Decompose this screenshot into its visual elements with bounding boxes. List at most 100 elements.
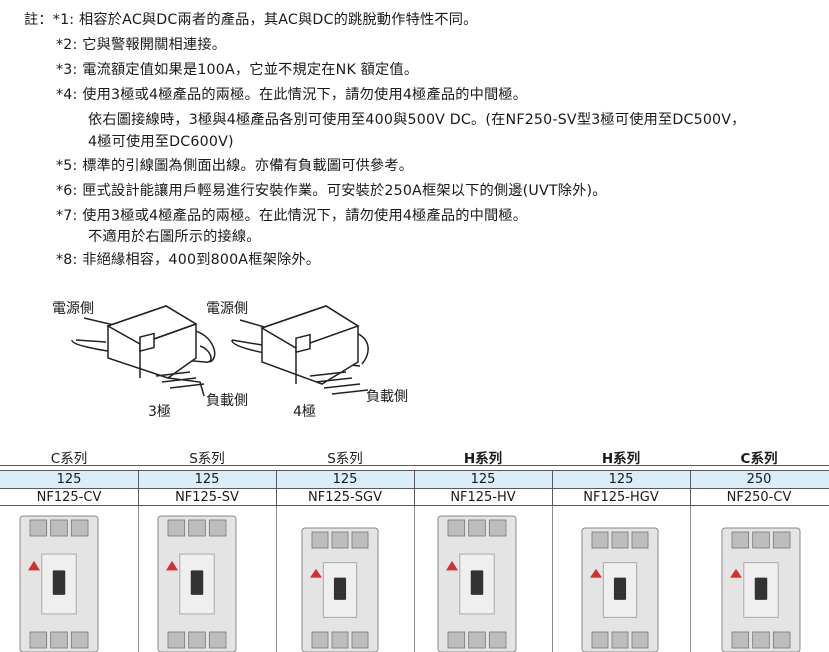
series-label: H系列	[463, 451, 503, 467]
terminal-top	[188, 519, 206, 537]
note-4-cont-1: 依右圖接線時，3極與4極產品各別可使用至400與500V DC。(在NF250-…	[88, 112, 746, 128]
terminal-bottom	[351, 631, 369, 649]
terminal-top	[591, 531, 609, 549]
note-1: 註：*1: 相容於AC與DC兩者的產品，其AC與DC的跳脫動作特性不同。	[24, 12, 478, 28]
diagram-3-pole: 電源側 負載側 3極	[52, 301, 248, 420]
breaker-image	[19, 515, 99, 652]
source-side-label: 電源側	[206, 301, 248, 317]
terminal-top	[351, 531, 369, 549]
column-divider	[552, 470, 553, 506]
note-7: *7: 使用3極或4極產品的兩極。在此情況下，請勿使用4極產品的中間極。	[56, 208, 528, 224]
column-divider	[414, 470, 415, 506]
note-5: *5: 標準的引線圖為側面出線。亦備有負載圖可供參考。	[56, 158, 414, 174]
pole-3-label: 3極	[148, 404, 171, 420]
photo-divider	[138, 506, 139, 652]
photo-divider	[414, 506, 415, 652]
terminal-bottom	[311, 631, 329, 649]
brand-mark	[730, 568, 742, 578]
load-side-label: 負載側	[366, 389, 408, 405]
terminal-bottom	[447, 631, 466, 649]
model-name: NF125-SGV	[308, 490, 382, 505]
column-divider	[276, 470, 277, 506]
note-6: *6: 匣式設計能讓用戶輕易進行安裝作業。可安裝於250A框架以下的側邊(UVT…	[56, 183, 607, 199]
photo-divider	[552, 506, 553, 652]
rating-value: 125	[608, 472, 634, 487]
column-divider	[690, 470, 691, 506]
rating-value: 250	[746, 472, 772, 487]
rating-value: 125	[470, 472, 496, 487]
terminal-bottom	[208, 631, 227, 649]
terminal-bottom	[611, 631, 629, 649]
terminal-bottom	[50, 631, 68, 649]
rating-value: 125	[332, 472, 358, 487]
terminal-bottom	[631, 631, 649, 649]
terminal-bottom	[488, 631, 507, 649]
terminal-top	[311, 531, 329, 549]
terminal-bottom	[167, 631, 186, 649]
breaker-handle	[754, 577, 768, 600]
breaker-image	[157, 515, 237, 652]
terminal-top	[631, 531, 649, 549]
terminal-bottom	[70, 631, 89, 649]
load-side-label: 負載側	[206, 393, 248, 409]
brand-mark	[446, 560, 458, 571]
source-side-label: 電源側	[52, 301, 94, 317]
terminal-bottom	[772, 631, 791, 649]
terminal-bottom	[591, 631, 609, 649]
note-2: *2: 它與警報開關相連接。	[56, 37, 227, 53]
terminal-top	[468, 519, 486, 537]
breaker-image	[301, 527, 379, 652]
terminal-bottom	[468, 631, 486, 649]
photo-divider	[690, 506, 691, 652]
brand-mark	[28, 560, 40, 571]
breaker-handle	[613, 577, 627, 600]
breaker-handle	[52, 570, 66, 595]
series-label: H系列	[601, 451, 641, 467]
note-3: *3: 電流額定值如果是100A，它並不規定在NK 額定值。	[56, 62, 419, 78]
column-divider	[138, 470, 139, 506]
wiring-diagram: 電源側 負載側 3極 電源側 負載側 4極	[52, 301, 408, 420]
terminal-bottom	[331, 631, 349, 649]
terminal-top	[731, 531, 750, 549]
terminal-bottom	[752, 631, 770, 649]
breaker-image	[437, 515, 517, 652]
terminal-top	[50, 519, 68, 537]
photo-divider	[276, 506, 277, 652]
series-label: C系列	[740, 451, 778, 467]
note-4: *4: 使用3極或4極產品的兩極。在此情況下，請勿使用4極產品的中間極。	[56, 87, 528, 103]
breaker-handle	[190, 570, 204, 595]
model-name: NF125-SV	[175, 490, 239, 505]
diagram-4-pole: 電源側 負載側 4極	[206, 301, 408, 420]
breaker-handle	[470, 570, 484, 595]
terminal-bottom	[188, 631, 206, 649]
model-name: NF125-CV	[36, 490, 102, 505]
breaker-image	[581, 527, 659, 652]
note-7-cont: 不適用於右圖所示的接線。	[88, 229, 261, 245]
terminal-top	[488, 519, 507, 537]
breaker-photos	[19, 515, 801, 652]
brand-mark	[590, 568, 602, 578]
rating-value: 125	[56, 472, 82, 487]
series-label: C系列	[50, 451, 88, 467]
model-name: NF125-HV	[450, 490, 516, 505]
terminal-top	[611, 531, 629, 549]
terminal-top	[447, 519, 466, 537]
rating-value: 125	[194, 472, 220, 487]
terminal-bottom	[29, 631, 48, 649]
pole-4-label: 4極	[293, 404, 316, 420]
terminal-bottom	[731, 631, 750, 649]
brand-mark	[310, 568, 322, 578]
terminal-top	[772, 531, 791, 549]
terminal-top	[29, 519, 48, 537]
terminal-top	[70, 519, 89, 537]
terminal-top	[167, 519, 186, 537]
terminal-top	[208, 519, 227, 537]
terminal-top	[331, 531, 349, 549]
model-name: NF250-CV	[726, 490, 792, 505]
breaker-image	[721, 527, 801, 652]
breaker-handle	[333, 577, 347, 600]
model-name: NF125-HGV	[583, 490, 659, 505]
brand-mark	[166, 560, 178, 571]
header-top-line	[0, 465, 829, 466]
terminal-top	[752, 531, 770, 549]
